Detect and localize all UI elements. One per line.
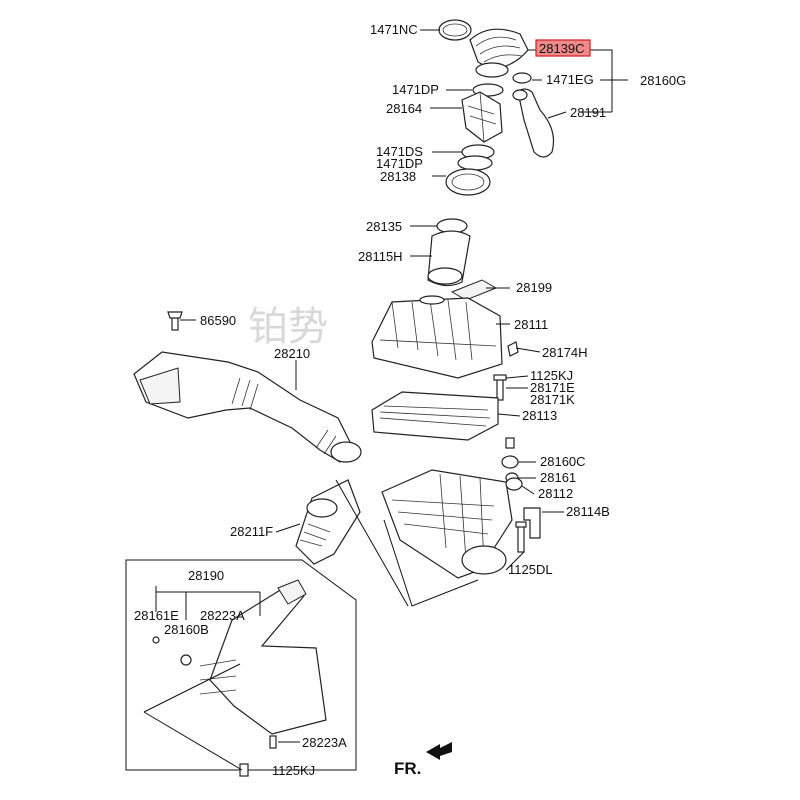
label-28199: 28199	[516, 280, 552, 295]
grommet-28160C	[501, 455, 519, 469]
duct-28211F-ribs	[299, 523, 331, 547]
label-28160G: 28160G	[640, 73, 686, 88]
clamp-1471EG	[512, 72, 532, 84]
label-1471NC: 1471NC	[370, 22, 418, 37]
label-28161E: 28161E	[134, 608, 179, 623]
resonator-28190	[209, 583, 327, 735]
breather-hose-28191	[517, 88, 555, 158]
label-28164: 28164	[386, 101, 422, 116]
label-28171K: 28171K	[530, 392, 575, 407]
label-28160C: 28160C	[540, 454, 586, 469]
locator-line-duct	[335, 479, 409, 607]
filter-28113	[371, 391, 499, 441]
clamp-1471DP-lower	[457, 155, 493, 171]
label-28111: 28111	[514, 317, 548, 332]
label-28112: 28112	[538, 486, 573, 501]
bolt-28160C	[505, 437, 515, 449]
label-28174H: 28174H	[542, 345, 588, 360]
duct-28211F	[295, 479, 361, 565]
cleaner-cover-28111-ribs	[379, 299, 497, 361]
label-28135: 28135	[366, 219, 402, 234]
cleaner-body-28112-outlet	[461, 545, 507, 575]
direction-label: FR.	[394, 759, 421, 778]
front-direction-arrow-icon	[426, 742, 452, 760]
clamp-1471NC	[438, 19, 472, 41]
label-86590: 86590	[200, 313, 236, 328]
duct-28211F-inlet	[306, 498, 338, 518]
cleaner-cover-28111-port	[419, 295, 445, 305]
clamp-1471NC-inner	[442, 23, 468, 37]
label-28139C: 28139C	[539, 41, 585, 56]
grommet-28161E	[152, 636, 160, 644]
leader-lines	[155, 29, 628, 771]
resonator-frame	[125, 559, 357, 771]
bolt-1125KJ-lower	[239, 763, 249, 777]
cleaner-body-28112-ribs	[391, 473, 495, 565]
watermark-text: 铂势	[248, 304, 328, 350]
hose-28139C-ribs	[475, 36, 523, 63]
label-28223A-lower: 28223A	[302, 735, 347, 750]
bracket-28114B	[523, 507, 541, 539]
highlight-28139C	[535, 39, 591, 57]
bolt-1125KJ-upper	[496, 377, 504, 401]
label-1471DS: 1471DS	[376, 144, 423, 159]
label-28223A-upper: 28223A	[200, 608, 245, 623]
sensor-28164-detail	[467, 91, 497, 143]
label-28210: 28210	[274, 346, 310, 361]
label-28113: 28113	[522, 408, 557, 423]
clip-28174H	[507, 341, 519, 357]
locator-line-body	[383, 519, 479, 607]
intake-inlet-bracket	[139, 367, 181, 405]
cleaner-cover-28111	[371, 297, 503, 379]
bolt-1125DL-head	[515, 521, 527, 528]
hose-28139C-end	[475, 62, 509, 78]
grommet-28160B	[180, 654, 192, 666]
label-1125KJ-lower: 1125KJ	[272, 763, 315, 778]
label-28190: 28190	[188, 568, 224, 583]
bolt-1125KJ-head	[493, 374, 507, 381]
label-1471EG: 1471EG	[546, 72, 594, 87]
filter-28113-pleats	[379, 405, 491, 427]
label-28114B: 28114B	[566, 504, 610, 519]
bolt-86590-head	[167, 311, 183, 319]
label-1471DP-lower: 1471DP	[376, 156, 423, 171]
intake-hose-28210-ribs	[231, 377, 337, 455]
label-1471DP-upper: 1471DP	[392, 82, 439, 97]
seal-28138-inner	[451, 173, 485, 191]
duct-28115H-outlet	[427, 267, 463, 285]
breather-hose-28191-end	[512, 89, 528, 101]
seal-28138	[445, 168, 491, 196]
locator-line-resonator	[143, 663, 243, 771]
intake-hose-28210	[133, 351, 353, 463]
label-28161: 28161	[540, 470, 576, 485]
label-28211F: 28211F	[230, 524, 273, 539]
label-28138: 28138	[380, 169, 416, 184]
label-28191: 28191	[570, 105, 606, 120]
label-1125KJ-upper: 1125KJ	[530, 368, 573, 383]
label-28115H: 28115H	[358, 249, 403, 264]
resonator-28190-mounts	[199, 659, 237, 695]
intake-hose-28210-end	[330, 441, 362, 463]
resonator-28190-neck	[277, 579, 307, 605]
bolt-28223A-lower	[269, 735, 277, 749]
mount-28112	[505, 477, 523, 491]
label-28160B: 28160B	[164, 622, 209, 637]
part-labels: 1471NC 28139C 1471EG 28160G 1471DP 28164…	[134, 22, 686, 778]
bolt-1125DL	[517, 525, 525, 553]
label-28171E: 28171E	[530, 380, 575, 395]
label-1125DL: 1125DL	[508, 562, 553, 577]
